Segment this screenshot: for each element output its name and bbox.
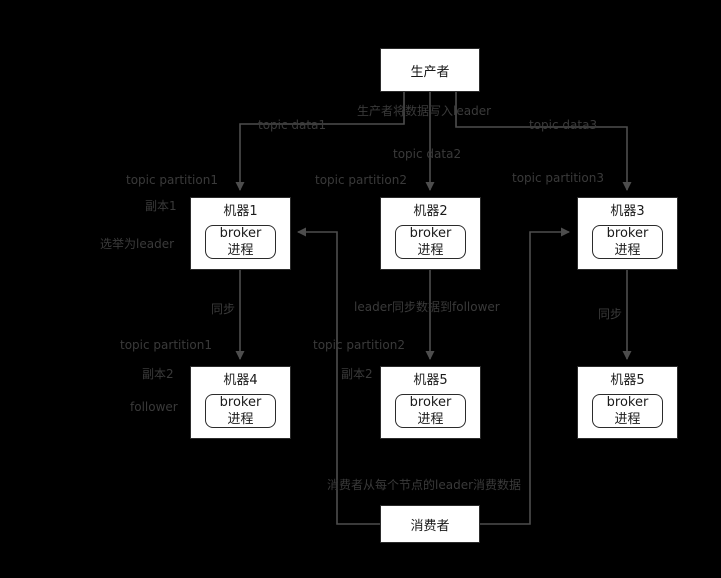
node-machine4-process: broker 进程 (205, 394, 276, 428)
broker-text: broker (409, 395, 452, 410)
edge-label-leader-sync-follower: leader同步数据到follower (354, 300, 500, 314)
process-text: 进程 (417, 243, 444, 258)
node-machine4-title: 机器4 (223, 373, 258, 388)
node-producer-label: 生产者 (410, 64, 450, 80)
edge-label-topic-partition2-bottom: topic partition2 (313, 338, 405, 352)
node-machine5-title: 机器5 (413, 373, 448, 388)
edge-label-topic-data3: topic data3 (529, 118, 598, 132)
process-text: 进程 (417, 412, 444, 427)
node-consumer-label: 消费者 (410, 518, 450, 534)
node-machine1-process: broker 进程 (205, 225, 276, 259)
broker-text: broker (606, 395, 649, 410)
node-machine2-title: 机器2 (413, 204, 448, 219)
edge-label-replica1: 副本1 (145, 199, 177, 213)
process-text: 进程 (227, 412, 254, 427)
node-machine2[interactable]: 机器2 broker 进程 (380, 197, 481, 270)
node-machine3-title: 机器3 (610, 204, 645, 219)
edge-label-topic-partition1-top: topic partition1 (126, 173, 218, 187)
broker-text: broker (219, 226, 262, 241)
node-machine5b-title: 机器5 (610, 373, 645, 388)
node-machine5[interactable]: 机器5 broker 进程 (380, 366, 481, 439)
edge-label-replica2-left: 副本2 (142, 367, 174, 381)
edge-label-consumer-reads-leader: 消费者从每个节点的leader消费数据 (327, 478, 522, 492)
node-machine5b-process: broker 进程 (592, 394, 663, 428)
edge-label-follower: follower (130, 400, 178, 414)
edge-label-topic-partition2-top: topic partition2 (315, 173, 407, 187)
edge-label-topic-data1: topic data1 (258, 118, 327, 132)
edge-label-topic-partition3-top: topic partition3 (512, 171, 604, 185)
edge-label-topic-partition1-bottom: topic partition1 (120, 338, 212, 352)
broker-text: broker (409, 226, 452, 241)
edge-label-sync-right: 同步 (598, 307, 623, 321)
node-consumer[interactable]: 消费者 (380, 505, 480, 543)
process-text: 进程 (227, 243, 254, 258)
edge-label-sync-left: 同步 (211, 302, 236, 316)
node-machine4[interactable]: 机器4 broker 进程 (190, 366, 291, 439)
node-machine5-process: broker 进程 (395, 394, 466, 428)
node-machine1[interactable]: 机器1 broker 进程 (190, 197, 291, 270)
node-machine3[interactable]: 机器3 broker 进程 (577, 197, 678, 270)
node-machine5b[interactable]: 机器5 broker 进程 (577, 366, 678, 439)
broker-text: broker (606, 226, 649, 241)
node-producer[interactable]: 生产者 (380, 48, 480, 92)
edge-label-replica2-mid: 副本2 (341, 367, 373, 381)
node-machine2-process: broker 进程 (395, 225, 466, 259)
edge-label-topic-data2: topic data2 (393, 147, 462, 161)
node-machine3-process: broker 进程 (592, 225, 663, 259)
process-text: 进程 (614, 243, 641, 258)
node-machine1-title: 机器1 (223, 204, 258, 219)
edge-label-elected-leader: 选举为leader (100, 237, 175, 251)
process-text: 进程 (614, 412, 641, 427)
broker-text: broker (219, 395, 262, 410)
edge-label-producer-writes-leader: 生产者将数据写入leader (357, 104, 492, 118)
